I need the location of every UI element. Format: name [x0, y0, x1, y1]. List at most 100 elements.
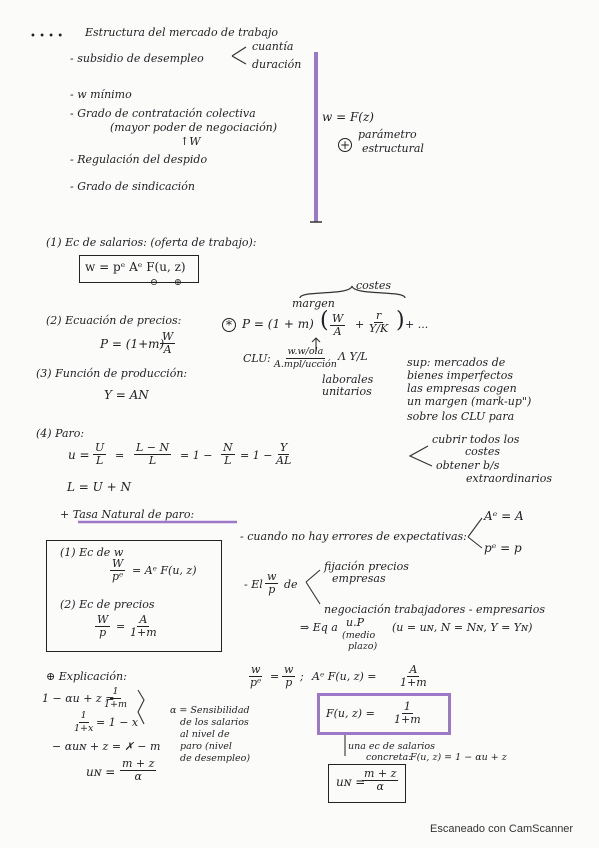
exp-l2-rhs: = 1 − x	[96, 716, 139, 729]
eq-label: ⇒ Eq a	[300, 621, 338, 634]
pe-eq: pᵉ = p	[484, 541, 522, 555]
tasa-title: + Tasa Natural de paro:	[60, 508, 195, 521]
param-1: parámetro	[358, 128, 417, 141]
precios-lhs: P = (1+m)	[100, 337, 165, 351]
alpha-4: paro (nivel	[180, 741, 232, 752]
produccion-title: (3) Función de producción:	[36, 367, 188, 380]
concreta-2: concreta:	[366, 752, 412, 763]
item-grado-w: ↑W	[180, 135, 201, 148]
plus-circle: +	[338, 138, 352, 152]
plus-sign: +	[355, 318, 365, 331]
exp-l1: 1 − αu + z =	[42, 692, 115, 705]
tasa-ec1-rhs: = Aᵉ F(u, z)	[132, 564, 197, 577]
negociacion: negociación trabajadores - empresarios	[324, 603, 545, 616]
concreta-3: F(u, z) = 1 − αu + z	[410, 752, 507, 763]
ae-eq: Aᵉ = A	[484, 509, 524, 523]
scanner-footer: Escaneado con CamScanner	[430, 823, 574, 835]
sup-2: bienes imperfectos	[407, 369, 513, 382]
bullet-dots: • • • •	[30, 31, 64, 42]
sup-1: sup: mercados de	[407, 356, 506, 369]
salarios-formula: w = pᵉ Aᵉ F(u, z)	[85, 260, 186, 274]
paro-eq3: = 1 −	[240, 449, 273, 462]
medio-1: (medio	[342, 630, 376, 641]
item-wmin: - w mínimo	[70, 88, 132, 101]
big-lhs: P = (1 + m)	[242, 317, 314, 331]
clu-label: CLU:	[243, 352, 271, 365]
explicacion-title: ⊕ Explicación:	[46, 670, 127, 683]
r1-semi: ;	[300, 670, 304, 683]
item-subsidio: - subsidio de desempleo	[70, 52, 204, 65]
paro-u: u =	[68, 448, 90, 462]
item-grado: - Grado de contratación colectiva	[70, 107, 256, 120]
precios-title: (2) Ecuación de precios:	[46, 314, 182, 327]
item-grado-note: (mayor poder de negociación)	[110, 121, 278, 134]
item-sindicacion: - Grado de sindicación	[70, 180, 195, 193]
concreta-1: una ec de salarios	[348, 741, 436, 752]
r1-mid: Aᵉ F(u, z) =	[312, 670, 377, 683]
xyl-label: Λ Y/L	[338, 350, 368, 363]
w-f-z: w = F(z)	[322, 110, 374, 124]
sup-3: las empresas cogen	[407, 382, 517, 395]
medio-2: plazo)	[348, 641, 378, 652]
tasa-box	[46, 540, 222, 652]
costes-label: costes	[356, 279, 392, 292]
sup-4: un margen (mark-up")	[407, 395, 532, 408]
unitarios: unitarios	[322, 385, 372, 398]
salarios-box	[79, 255, 199, 283]
purple-box-left	[317, 693, 320, 735]
purple-box-right	[448, 693, 451, 735]
page-title: Estructura del mercado de trabajo	[85, 26, 278, 39]
note-marker: *	[222, 318, 236, 332]
minus-mark: ⊖	[150, 277, 158, 288]
tasa-ec1: (1) Ec de w	[60, 546, 124, 559]
paren-close: )	[396, 308, 405, 333]
big-rest: + ...	[405, 318, 429, 331]
param-2: estructural	[362, 142, 424, 155]
paren-open: (	[320, 308, 329, 333]
exp-l3: − αuɴ + z = ✗ − m	[52, 740, 161, 753]
purple-box-bottom	[317, 732, 451, 735]
de-label: de	[284, 578, 298, 591]
sup-5: sobre los CLU para	[407, 410, 515, 423]
cuando-label: - cuando no hay errores de expectativas:	[240, 530, 467, 543]
purple-box-top	[317, 693, 451, 696]
paro-eq1: =	[115, 449, 125, 462]
un-result-lhs: uɴ =	[336, 775, 366, 789]
exp-un: uɴ =	[86, 765, 116, 779]
item-despido: - Regulación del despido	[70, 153, 208, 166]
laborales: laborales	[322, 373, 374, 386]
item-cuantia: cuantía	[252, 40, 294, 53]
plus-mark: ⊕	[174, 277, 182, 288]
cubrir-2: costes	[465, 445, 501, 458]
alpha-2: de los salarios	[180, 717, 249, 728]
tasa-ec2-eq: =	[116, 620, 126, 633]
alpha-1: α = Sensibilidad	[170, 705, 250, 716]
salarios-title: (1) Ec de salarios: (oferta de trabajo):	[46, 236, 257, 249]
item-duracion: duración	[252, 58, 302, 71]
eq-up: u.P	[346, 616, 364, 629]
paro-l: L = U + N	[67, 480, 131, 494]
tasa-ec2: (2) Ec de precios	[60, 598, 155, 611]
produccion-formula: Y = AN	[104, 388, 149, 402]
paro-title: (4) Paro:	[36, 427, 85, 440]
alpha-3: al nivel de	[180, 729, 230, 740]
cubrir-1: cubrir todos los	[432, 433, 520, 446]
